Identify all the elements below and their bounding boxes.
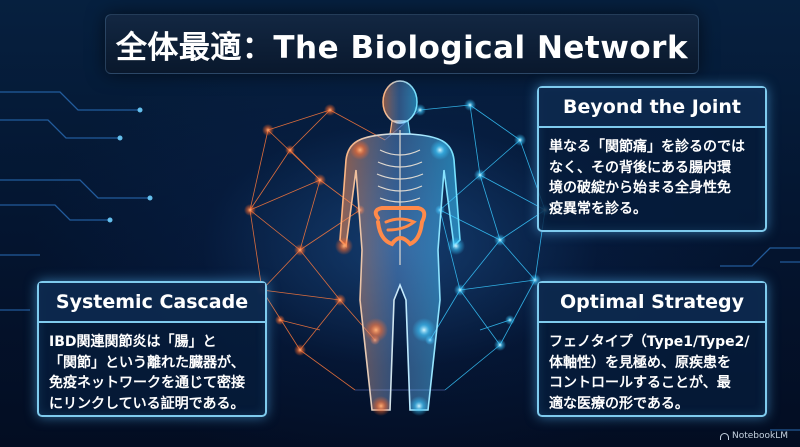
card-beyond-the-joint: Beyond the Joint 単なる「関節痛」を診るのでは なく、その背後に… (537, 86, 767, 232)
notebooklm-logo-icon (719, 432, 729, 440)
logo-text: NotebookLM (731, 431, 788, 441)
card-systemic-cascade: Systemic Cascade IBD関連関節炎は「腸」と 「関節」という離れ… (37, 281, 267, 417)
intestine-glow (373, 206, 427, 247)
circuit-traces-left (0, 91, 150, 311)
card-heading: Systemic Cascade (39, 283, 265, 323)
card-body: IBD関連関節炎は「腸」と 「関節」という離れた臓器が、 免疫ネットワークを通じ… (49, 334, 245, 412)
title-plate: 全体最適：The Biological Network (105, 14, 699, 74)
card-optimal-strategy: Optimal Strategy フェノタイプ（Type1/Type2/ 体軸性… (537, 281, 767, 417)
card-body: 単なる「関節痛」を診るのでは なく、その背後にある腸内環 境の破綻から始まる全身… (549, 139, 745, 217)
human-figure (335, 80, 465, 416)
card-heading: Optimal Strategy (539, 283, 765, 323)
card-body: フェノタイプ（Type1/Type2/ 体軸性）を見極め、原疾患を コントロール… (549, 334, 750, 412)
card-heading: Beyond the Joint (539, 88, 765, 128)
notebooklm-logo: NotebookLM (719, 431, 788, 441)
slide-title: 全体最適：The Biological Network (115, 29, 689, 66)
circuit-traces-right (720, 247, 800, 431)
